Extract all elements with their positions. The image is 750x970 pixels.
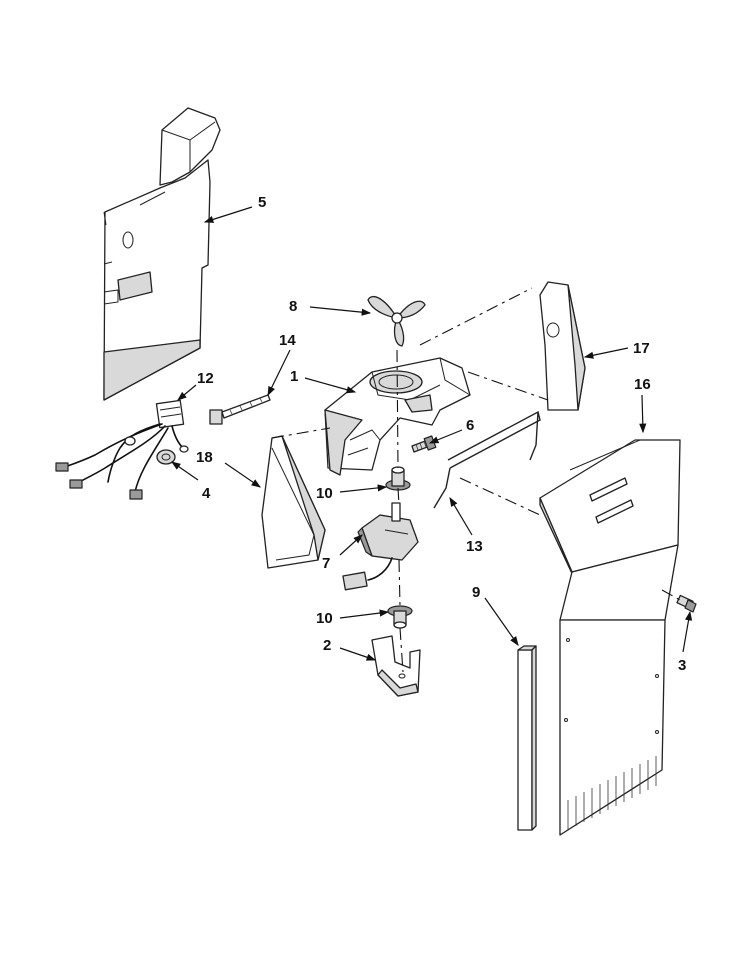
motor-grommet-upper-part-10 [385, 466, 411, 491]
callout-9: 9 [472, 584, 480, 601]
assembly-lines [271, 287, 681, 673]
screw-part-3 [676, 594, 697, 613]
side-insulation-part-18 [261, 435, 326, 569]
callout-8: 8 [289, 298, 297, 315]
callout-4: 4 [202, 485, 211, 502]
wire-harness-part-12 [55, 399, 189, 500]
seal-strip-part-9 [517, 645, 537, 831]
motor-grommet-lower-part-10 [387, 605, 413, 629]
callout-13: 13 [466, 538, 483, 555]
callout-12: 12 [197, 370, 214, 387]
duct-panel-part-5 [103, 107, 221, 401]
wire-bail-part-13 [433, 410, 541, 509]
callout-16: 16 [634, 376, 651, 393]
screw-part-6 [411, 435, 437, 453]
callout-5: 5 [258, 194, 266, 211]
callout-2: 2 [323, 637, 331, 654]
callout-14: 14 [279, 332, 296, 349]
fan-blade-part-8 [367, 295, 426, 347]
callout-10-upper: 10 [316, 485, 333, 502]
callout-7: 7 [322, 555, 330, 572]
callout-6: 6 [466, 417, 474, 434]
callout-1: 1 [290, 368, 298, 385]
cable-tie-part-14 [209, 394, 271, 425]
callout-18: 18 [196, 449, 213, 466]
callout-labels: 5 8 14 1 12 18 4 6 10 7 10 2 13 9 3 16 1… [196, 194, 686, 674]
side-insulation-part-17 [539, 281, 586, 411]
evaporator-cover-part-16 [539, 439, 681, 836]
leader-lines [171, 206, 693, 661]
fan-housing-part-1 [324, 357, 471, 476]
callout-17: 17 [633, 340, 650, 357]
fan-motor-part-7 [342, 502, 419, 591]
motor-bracket-part-2 [371, 635, 421, 697]
grommet-part-4 [156, 449, 176, 465]
callout-3: 3 [678, 657, 686, 674]
callout-10-lower: 10 [316, 610, 333, 627]
